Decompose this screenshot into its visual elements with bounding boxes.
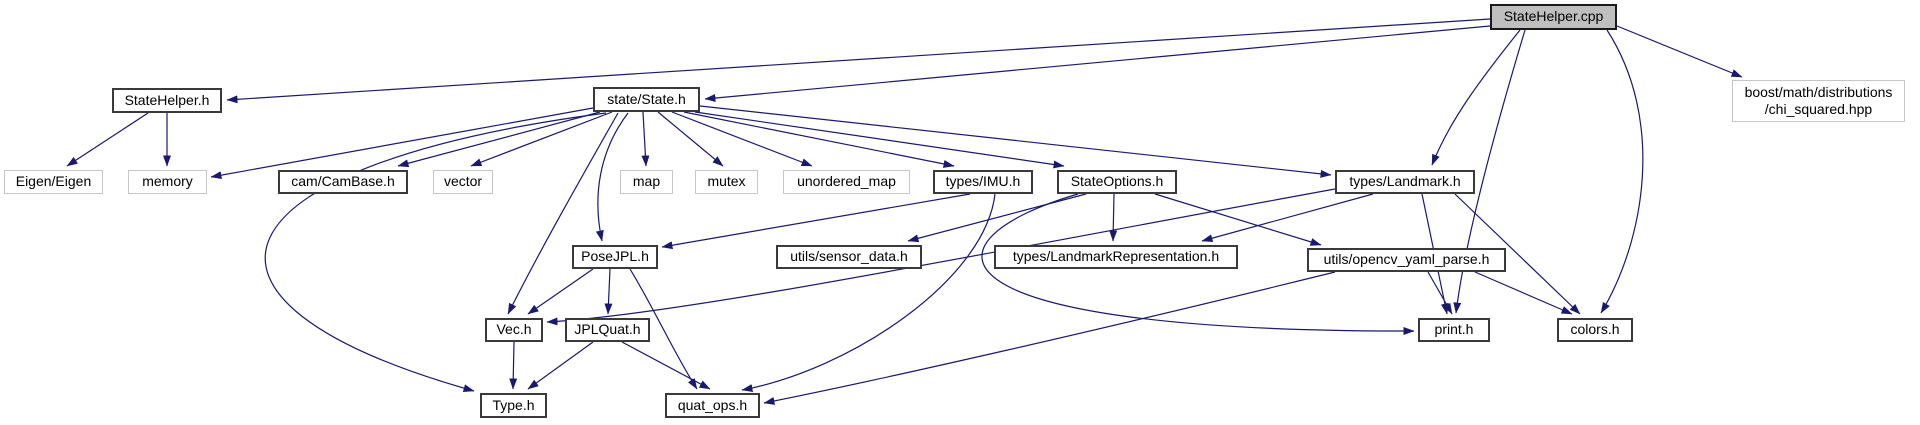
node-type_h[interactable]: Type.h — [480, 393, 547, 418]
edge-statehelper_h-to-eigen — [66, 112, 149, 167]
edge-state_h-to-map — [641, 111, 650, 167]
node-statehelper_cpp: StateHelper.cpp — [1490, 4, 1617, 30]
edge-state_h-to-cambase — [397, 111, 601, 168]
edge-landmark_h-to-landmarkrep_h — [1201, 193, 1374, 243]
node-landmark_h[interactable]: types/Landmark.h — [1335, 170, 1475, 194]
edge-state_h-to-unordered_map — [671, 111, 813, 167]
edge-state_h-to-landmark_h — [699, 105, 1332, 178]
edge-opencv_yaml_h-to-quat_ops_h — [763, 271, 1336, 405]
edge-statehelper_cpp-to-print_h — [1453, 29, 1526, 314]
edge-statehelper_cpp-to-boost_chi_squared — [1616, 25, 1743, 78]
node-map: map — [620, 170, 673, 194]
edge-state_h-to-posejpl_h — [595, 112, 629, 242]
node-memory: memory — [128, 170, 207, 194]
node-unordered_map: unordered_map — [783, 170, 910, 194]
node-boost_chi_squared: boost/math/distributions /chi_squared.hp… — [1732, 80, 1905, 122]
edge-posejpl_h-to-quat_ops_h — [629, 268, 698, 390]
edge-opencv_yaml_h-to-print_h — [1427, 271, 1453, 315]
edge-state_h-to-vec_h — [507, 112, 619, 315]
node-posejpl_h[interactable]: PoseJPL.h — [572, 245, 658, 269]
node-state_h[interactable]: state/State.h — [593, 87, 700, 112]
edge-state_h-to-imu_h — [683, 111, 955, 168]
edge-stateoptions_h-to-opencv_yaml_h — [1154, 193, 1322, 246]
edge-landmark_h-to-vec_h — [546, 188, 1336, 326]
node-colors_h[interactable]: colors.h — [1557, 318, 1633, 342]
edge-imu_h-to-posejpl_h — [661, 193, 971, 250]
edge-state_h-to-type_h — [264, 112, 607, 393]
edge-statehelper_cpp-to-landmark_h — [1431, 29, 1521, 166]
edge-state_h-to-mutex — [657, 111, 724, 167]
edge-statehelper_cpp-to-colors_h — [1600, 29, 1644, 314]
edge-statehelper_cpp-to-state_h — [704, 25, 1491, 103]
edge-stateoptions_h-to-landmarkrep_h — [1109, 193, 1118, 242]
node-jplquat_h[interactable]: JPLQuat.h — [565, 318, 650, 342]
edge-jplquat_h-to-quat_ops_h — [621, 341, 711, 390]
node-landmarkrep_h[interactable]: types/LandmarkRepresentation.h — [994, 245, 1238, 269]
node-print_h[interactable]: print.h — [1418, 318, 1490, 342]
edge-stateoptions_h-to-print_h — [981, 193, 1415, 336]
node-vector: vector — [433, 170, 493, 194]
edge-landmark_h-to-colors_h — [1454, 193, 1581, 315]
node-opencv_yaml_h[interactable]: utils/opencv_yaml_parse.h — [1307, 248, 1506, 272]
edge-statehelper_cpp-to-statehelper_h — [226, 18, 1491, 104]
edge-opencv_yaml_h-to-colors_h — [1474, 271, 1573, 315]
edge-state_h-to-vector — [470, 111, 613, 167]
edge-stateoptions_h-to-sensor_data_h — [907, 193, 1087, 243]
node-statehelper_h[interactable]: StateHelper.h — [112, 88, 222, 113]
node-imu_h[interactable]: types/IMU.h — [933, 170, 1033, 194]
node-stateoptions_h[interactable]: StateOptions.h — [1057, 170, 1177, 194]
node-sensor_data_h[interactable]: utils/sensor_data.h — [776, 245, 922, 269]
edge-imu_h-to-quat_ops_h — [741, 193, 996, 393]
node-eigen: Eigen/Eigen — [4, 170, 103, 194]
node-vec_h[interactable]: Vec.h — [485, 318, 543, 342]
edge-state_h-to-memory — [210, 107, 594, 180]
edge-state_h-to-stateoptions_h — [694, 111, 1065, 169]
edge-posejpl_h-to-vec_h — [527, 268, 594, 315]
node-quat_ops_h[interactable]: quat_ops.h — [665, 393, 760, 418]
node-cambase[interactable]: cam/CamBase.h — [278, 170, 408, 194]
node-mutex: mutex — [695, 170, 758, 194]
edge-vec_h-to-type_h — [509, 341, 518, 390]
edge-posejpl_h-to-jplquat_h — [604, 268, 613, 315]
edge-jplquat_h-to-type_h — [527, 341, 594, 390]
